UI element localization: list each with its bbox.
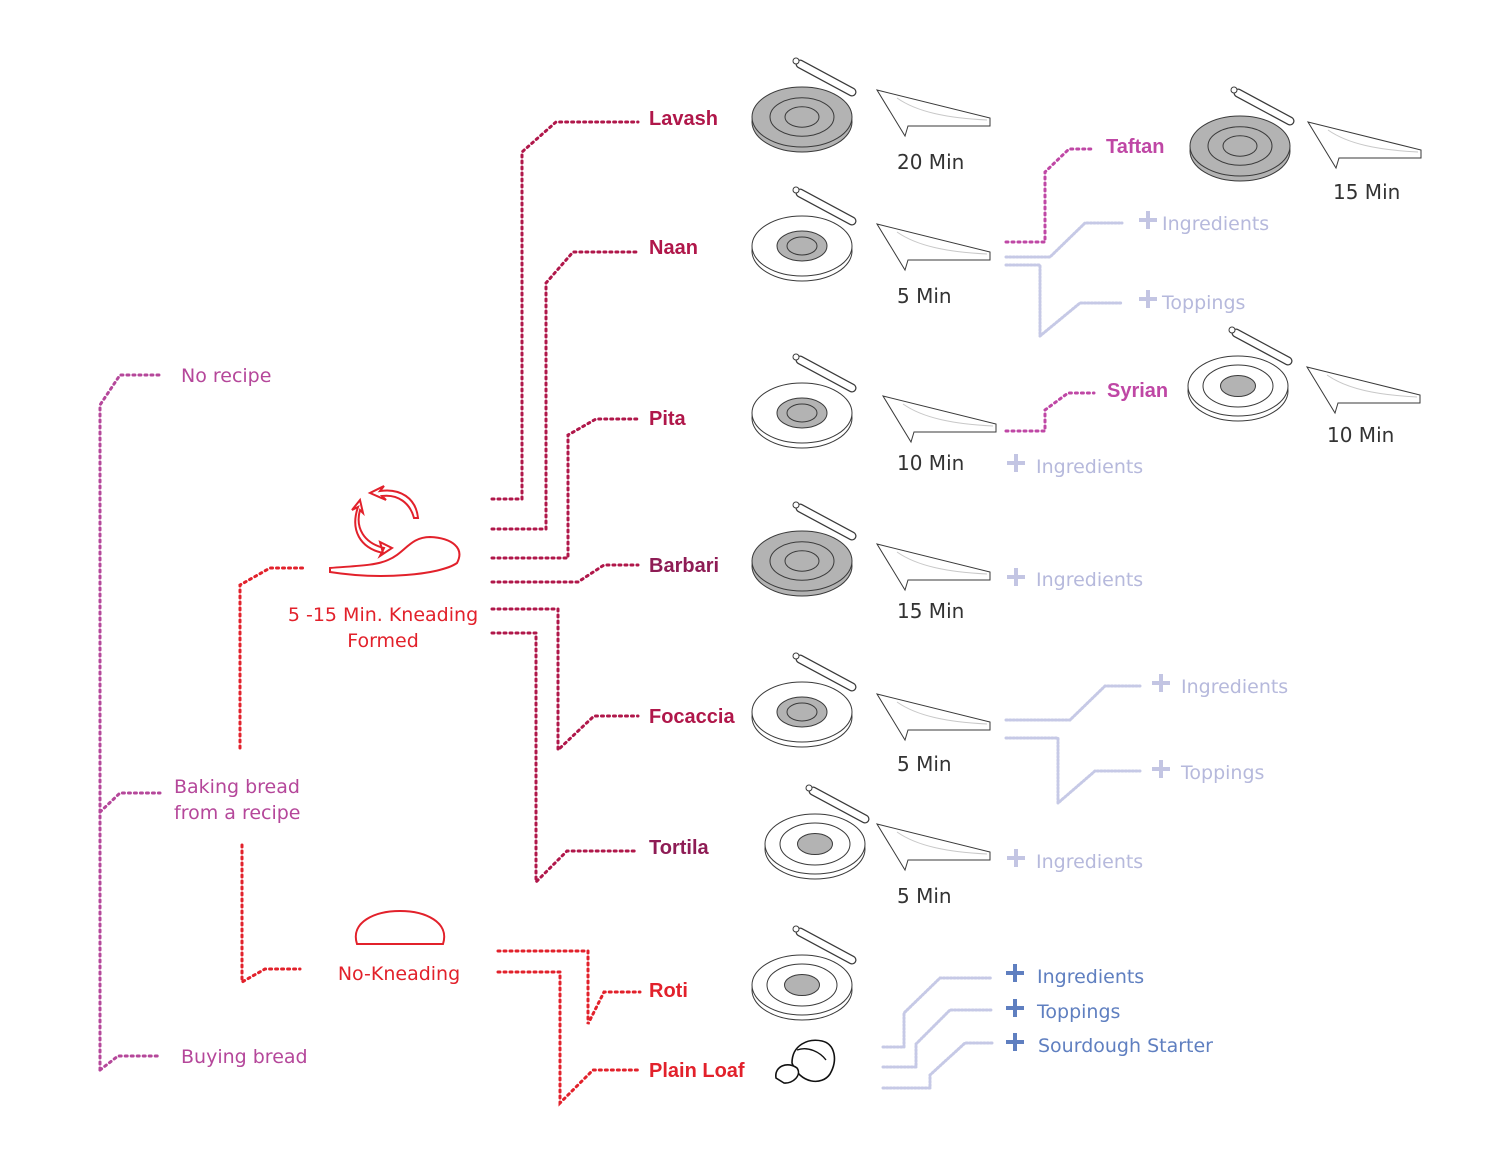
kneading-label-line1: 5 -15 Min. Kneading [288, 604, 478, 626]
taftan-flatbread-icon [1306, 121, 1422, 170]
naan-flatbread-icon [875, 223, 991, 272]
bread-name-lavash: Lavash [649, 108, 718, 130]
no-recipe-label: No recipe [181, 365, 271, 387]
time-naan: 5 Min [897, 284, 952, 308]
barbari-flatbread-icon [875, 543, 991, 592]
optional-connectors [881, 221, 1142, 1090]
plus-icon [1006, 1033, 1024, 1051]
naan-ingredients-label: Ingredients [1162, 213, 1269, 235]
bread-name-barbari: Barbari [649, 555, 719, 577]
focaccia-flatbread-icon [875, 693, 991, 742]
no-kneading-label: No-Kneading [338, 963, 460, 985]
pita-ingredients-label: Ingredients [1036, 456, 1143, 478]
method-connectors [238, 566, 642, 1107]
focaccia-ingredients-label: Ingredients [1181, 676, 1288, 698]
plus-icon [1152, 760, 1170, 778]
tortila-flatbread-icon [875, 823, 991, 872]
loaf-sourdough-label: Sourdough Starter [1038, 1035, 1213, 1057]
focaccia-dough-icon [751, 652, 857, 748]
barbari-ingredients-label: Ingredients [1036, 569, 1143, 591]
bread-name-tortila: Tortila [649, 837, 710, 859]
plus-icons [1006, 211, 1170, 1051]
focaccia-toppings-label: Toppings [1180, 762, 1264, 784]
time-pita: 10 Min [897, 451, 964, 475]
pita-flatbread-icon [881, 395, 997, 444]
bread-icons [751, 57, 1422, 1084]
kneading-connectors [490, 120, 640, 886]
kneading-icon [329, 485, 461, 577]
plus-icon [1007, 454, 1025, 472]
variant-name-taftan: Taftan [1106, 136, 1165, 158]
from-recipe-label-line2: from a recipe [174, 802, 301, 824]
taftan-dough-icon [1189, 86, 1295, 182]
syrian-flatbread-icon [1305, 366, 1421, 415]
plus-icon [1139, 290, 1157, 308]
from-recipe-label-line1: Baking bread [174, 776, 300, 798]
plus-icon [1006, 999, 1024, 1017]
syrian-dough-icon [1187, 326, 1293, 422]
lavash-dough-icon [751, 57, 857, 153]
bread-name-focaccia: Focaccia [649, 706, 735, 728]
bread-name-plain-loaf: Plain Loaf [649, 1060, 745, 1082]
tortila-dough-icon [764, 784, 870, 880]
plus-icon [1006, 964, 1024, 982]
buying-bread-label: Buying bread [181, 1046, 308, 1068]
bread-name-roti: Roti [649, 980, 688, 1002]
naan-dough-icon [751, 186, 857, 282]
plain-loaf-icon [775, 1039, 836, 1084]
naan-toppings-label: Toppings [1161, 292, 1245, 314]
pita-dough-icon [751, 353, 857, 449]
time-taftan: 15 Min [1333, 180, 1400, 204]
time-barbari: 15 Min [897, 599, 964, 623]
bread-name-naan: Naan [649, 237, 698, 259]
plus-icon [1007, 568, 1025, 586]
bread-name-pita: Pita [649, 408, 687, 430]
time-tortila: 5 Min [897, 884, 952, 908]
lavash-flatbread-icon [875, 89, 991, 138]
variant-name-syrian: Syrian [1107, 380, 1168, 402]
tortila-ingredients-label: Ingredients [1036, 851, 1143, 873]
no-kneading-icon [354, 909, 446, 945]
kneading-label-line2: Formed [347, 630, 419, 652]
variant-connectors [1004, 147, 1096, 433]
plus-icon [1152, 674, 1170, 692]
plus-icon [1139, 211, 1157, 229]
time-lavash: 20 Min [897, 150, 964, 174]
roti-dough-icon [751, 925, 857, 1021]
time-focaccia: 5 Min [897, 752, 952, 776]
time-syrian: 10 Min [1327, 423, 1394, 447]
root-connectors [98, 373, 164, 1072]
barbari-dough-icon [751, 501, 857, 597]
loaf-toppings-label: Toppings [1036, 1001, 1120, 1023]
loaf-ingredients-label: Ingredients [1037, 966, 1144, 988]
plus-icon [1007, 849, 1025, 867]
